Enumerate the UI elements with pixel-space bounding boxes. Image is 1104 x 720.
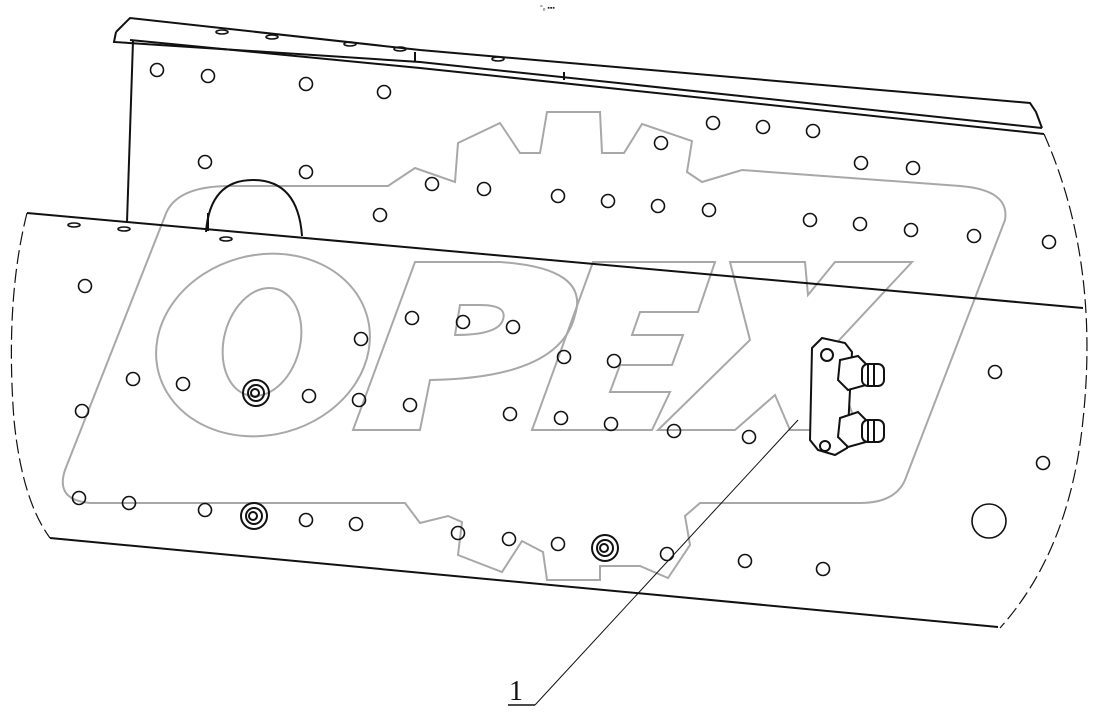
callout-number: 1 bbox=[509, 676, 523, 707]
opex-watermark bbox=[61, 111, 1007, 581]
nut-icon bbox=[242, 379, 270, 407]
lower-panel bbox=[10, 178, 1084, 628]
lower-panel-bottom-edge bbox=[49, 537, 999, 628]
watermark-letter-e bbox=[530, 261, 717, 431]
watermark-frame bbox=[61, 111, 1007, 581]
header-mark: °ₒ ▪▪▪ bbox=[540, 4, 555, 12]
callout-leader-line bbox=[534, 419, 799, 706]
right-dashed-boundary bbox=[999, 133, 1088, 629]
lower-panel-top-edge bbox=[26, 212, 1084, 309]
semicircle-cutout bbox=[205, 178, 303, 237]
watermark-letter-o-inner bbox=[221, 286, 303, 398]
hydraulic-coupling-block[interactable] bbox=[808, 336, 885, 457]
nut-icon bbox=[240, 502, 268, 530]
mounting-holes bbox=[71, 62, 1057, 577]
watermark-letter-o-outer bbox=[155, 252, 371, 438]
upper-panel-left-edge bbox=[126, 40, 134, 223]
large-hole bbox=[971, 503, 1007, 539]
nut-icon bbox=[591, 534, 619, 562]
upper-panel bbox=[112, 16, 1088, 629]
left-dashed-boundary bbox=[10, 212, 51, 539]
watermark-letter-p bbox=[351, 261, 579, 431]
watermark-letter-x bbox=[655, 261, 915, 431]
top-flange bbox=[115, 16, 1043, 129]
callout-1[interactable]: 1 bbox=[508, 419, 799, 707]
nuts bbox=[240, 379, 619, 562]
